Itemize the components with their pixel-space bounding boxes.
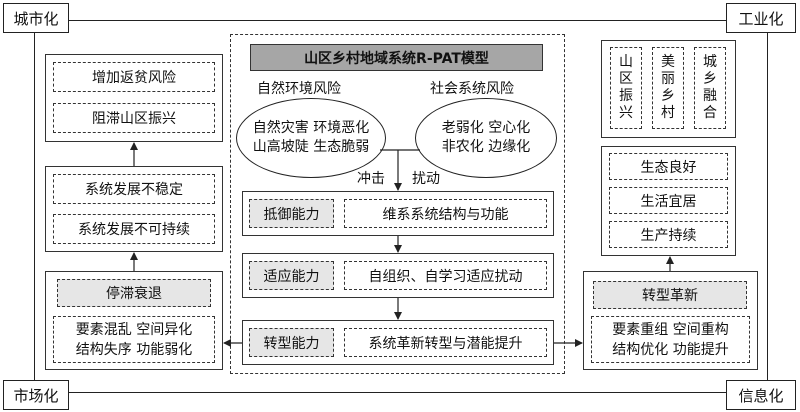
center-model-panel xyxy=(230,34,565,374)
goal-beautiful-village: 美丽乡村 xyxy=(652,47,684,129)
social-risk-label: 社会系统风险 xyxy=(430,81,514,97)
right-transformation-detail: 要素重组 空间重构 结构优化 功能提升 xyxy=(591,316,750,363)
adapt-capacity-name: 适应能力 xyxy=(249,261,334,290)
corner-informatization: 信息化 xyxy=(726,380,796,410)
goal-label: 山区振兴 xyxy=(619,54,633,121)
left-stagnation-detail-line: 结构失序 功能弱化 xyxy=(75,341,193,358)
right-transformation-detail-line: 要素重组 空间重构 xyxy=(612,321,729,338)
left-risk-item: 阻滞山区振兴 xyxy=(53,103,215,133)
natural-risk-line: 自然灾害 环境恶化 xyxy=(252,120,370,136)
outcome-item: 生产持续 xyxy=(609,221,728,248)
resist-capacity-name: 抵御能力 xyxy=(249,199,334,228)
goal-label: 美丽乡村 xyxy=(661,54,675,121)
left-risk-item: 增加返贫风险 xyxy=(53,62,215,92)
transform-capacity-name: 转型能力 xyxy=(249,328,334,357)
right-transformation-detail-line: 结构优化 功能提升 xyxy=(612,341,729,358)
left-stagnation-state: 停滞衰退 xyxy=(57,279,211,307)
transform-capacity-desc: 系统革新转型与潜能提升 xyxy=(344,328,547,357)
model-title: 山区乡村地域系统R-PAT模型 xyxy=(250,44,543,71)
outcome-item: 生活宜居 xyxy=(609,187,728,214)
corner-urbanization: 城市化 xyxy=(3,3,69,33)
corner-marketization: 市场化 xyxy=(3,380,69,410)
natural-risk-label: 自然环境风险 xyxy=(257,81,341,97)
social-risk-line: 老弱化 空心化 xyxy=(441,120,531,136)
impact-label: 冲击 xyxy=(357,171,385,187)
right-transformation-state: 转型革新 xyxy=(593,281,747,309)
social-risk-ellipse: 老弱化 空心化 非农化 边缘化 xyxy=(415,98,557,178)
resist-capacity-desc: 维系系统结构与功能 xyxy=(344,199,547,228)
left-stagnation-detail: 要素混乱 空间异化 结构失序 功能弱化 xyxy=(53,316,215,363)
left-instability-item: 系统发展不稳定 xyxy=(53,174,215,204)
outcome-item: 生态良好 xyxy=(609,153,728,180)
outer-frame xyxy=(34,20,768,393)
left-instability-item: 系统发展不可持续 xyxy=(53,214,215,244)
left-stagnation-detail-line: 要素混乱 空间异化 xyxy=(75,321,193,338)
natural-risk-line: 山高坡陡 生态脆弱 xyxy=(252,139,370,155)
goal-mountain-revitalization: 山区振兴 xyxy=(610,47,642,129)
adapt-capacity-desc: 自组织、自学习适应扰动 xyxy=(344,261,547,290)
goal-label: 城乡融合 xyxy=(703,54,717,121)
goal-urban-rural-integration: 城乡融合 xyxy=(694,47,726,129)
corner-industrialization: 工业化 xyxy=(726,3,796,33)
natural-risk-ellipse: 自然灾害 环境恶化 山高坡陡 生态脆弱 xyxy=(236,98,386,178)
social-risk-line: 非农化 边缘化 xyxy=(441,139,531,155)
disturb-label: 扰动 xyxy=(412,171,440,187)
